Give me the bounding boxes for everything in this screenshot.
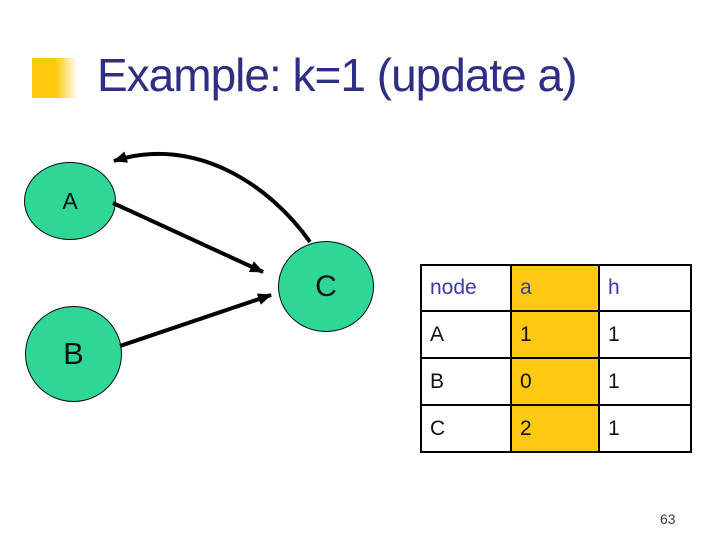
table-row-c: C 2 1 (420, 404, 692, 453)
cell-a-node: A (420, 310, 512, 359)
edge-c-to-a-curved-arrow (112, 151, 312, 244)
graph-node-a: A (24, 162, 116, 240)
cell-c-h: 1 (598, 404, 692, 453)
edge-b-to-c-arrow (119, 293, 273, 348)
table-header-row: node a h (420, 264, 692, 312)
graph-node-b: B (25, 306, 122, 402)
cell-b-h: 1 (598, 357, 692, 406)
title-bullet-square (32, 58, 78, 98)
cell-a-h: 1 (598, 310, 692, 359)
graph-node-c: C (278, 241, 374, 332)
cell-b-a: 0 (510, 357, 600, 406)
table-row-a: A 1 1 (420, 310, 692, 359)
node-b-label: B (63, 336, 84, 371)
node-c-label: C (315, 269, 337, 303)
slide-title: Example: k=1 (update a) (97, 49, 577, 101)
cell-a-a: 1 (510, 310, 600, 359)
header-cell-h: h (598, 264, 692, 312)
page-number: 63 (660, 511, 676, 527)
edge-a-to-c-arrow (112, 201, 264, 274)
header-cell-a: a (510, 264, 600, 312)
cell-c-a: 2 (510, 404, 600, 453)
state-table: node a h A 1 1 B 0 1 C 2 1 (420, 264, 692, 453)
table-row-b: B 0 1 (420, 357, 692, 406)
node-a-label: A (62, 187, 78, 214)
header-cell-node: node (420, 264, 512, 312)
cell-c-node: C (420, 404, 512, 453)
cell-b-node: B (420, 357, 512, 406)
